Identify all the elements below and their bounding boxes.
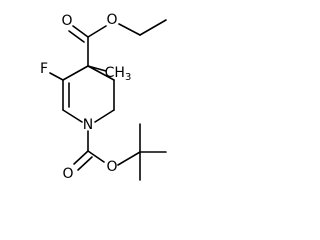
bond-c3-f — [49, 72, 64, 81]
methyl-subscript: 3 — [125, 72, 131, 83]
methyl-ch: CH — [105, 65, 125, 81]
bond-carbamate-c-o-double-b — [77, 156, 93, 171]
bond-ch2-ch3 — [139, 19, 167, 36]
bond-carbamate-c-o-double-a — [73, 150, 89, 165]
atom-fluorine: F — [40, 61, 48, 77]
atom-ester-carbonyl-oxygen: O — [61, 13, 72, 29]
bond-c4-methyl — [87, 65, 107, 72]
bond-ester-c-o-double-b — [68, 30, 85, 43]
bond-carbamate-c-o-ether — [87, 150, 105, 163]
structure-canvas: F N O O O O CH3 — [40, 12, 167, 182]
bond-ester-o-ch2 — [118, 23, 141, 36]
bond-c5-c4 — [87, 65, 115, 81]
bond-ester-c-o-double-a — [72, 25, 89, 38]
bond-n1-c6 — [94, 109, 115, 123]
atom-methyl-label: CH3 — [105, 65, 132, 83]
bond-c2-n1 — [62, 109, 83, 123]
atom-carbamate-ether-oxygen: O — [106, 159, 117, 175]
bond-c4-c3 — [62, 65, 89, 81]
bond-ester-c-o-ether — [87, 25, 107, 38]
bond-o-tbu-c — [117, 151, 141, 166]
molecule-drawing: F N O O O O CH3 — [40, 12, 167, 182]
atom-carbamate-carbonyl-oxygen: O — [62, 166, 73, 182]
atom-nitrogen: N — [83, 117, 93, 133]
atom-ester-ether-oxygen: O — [106, 12, 117, 28]
